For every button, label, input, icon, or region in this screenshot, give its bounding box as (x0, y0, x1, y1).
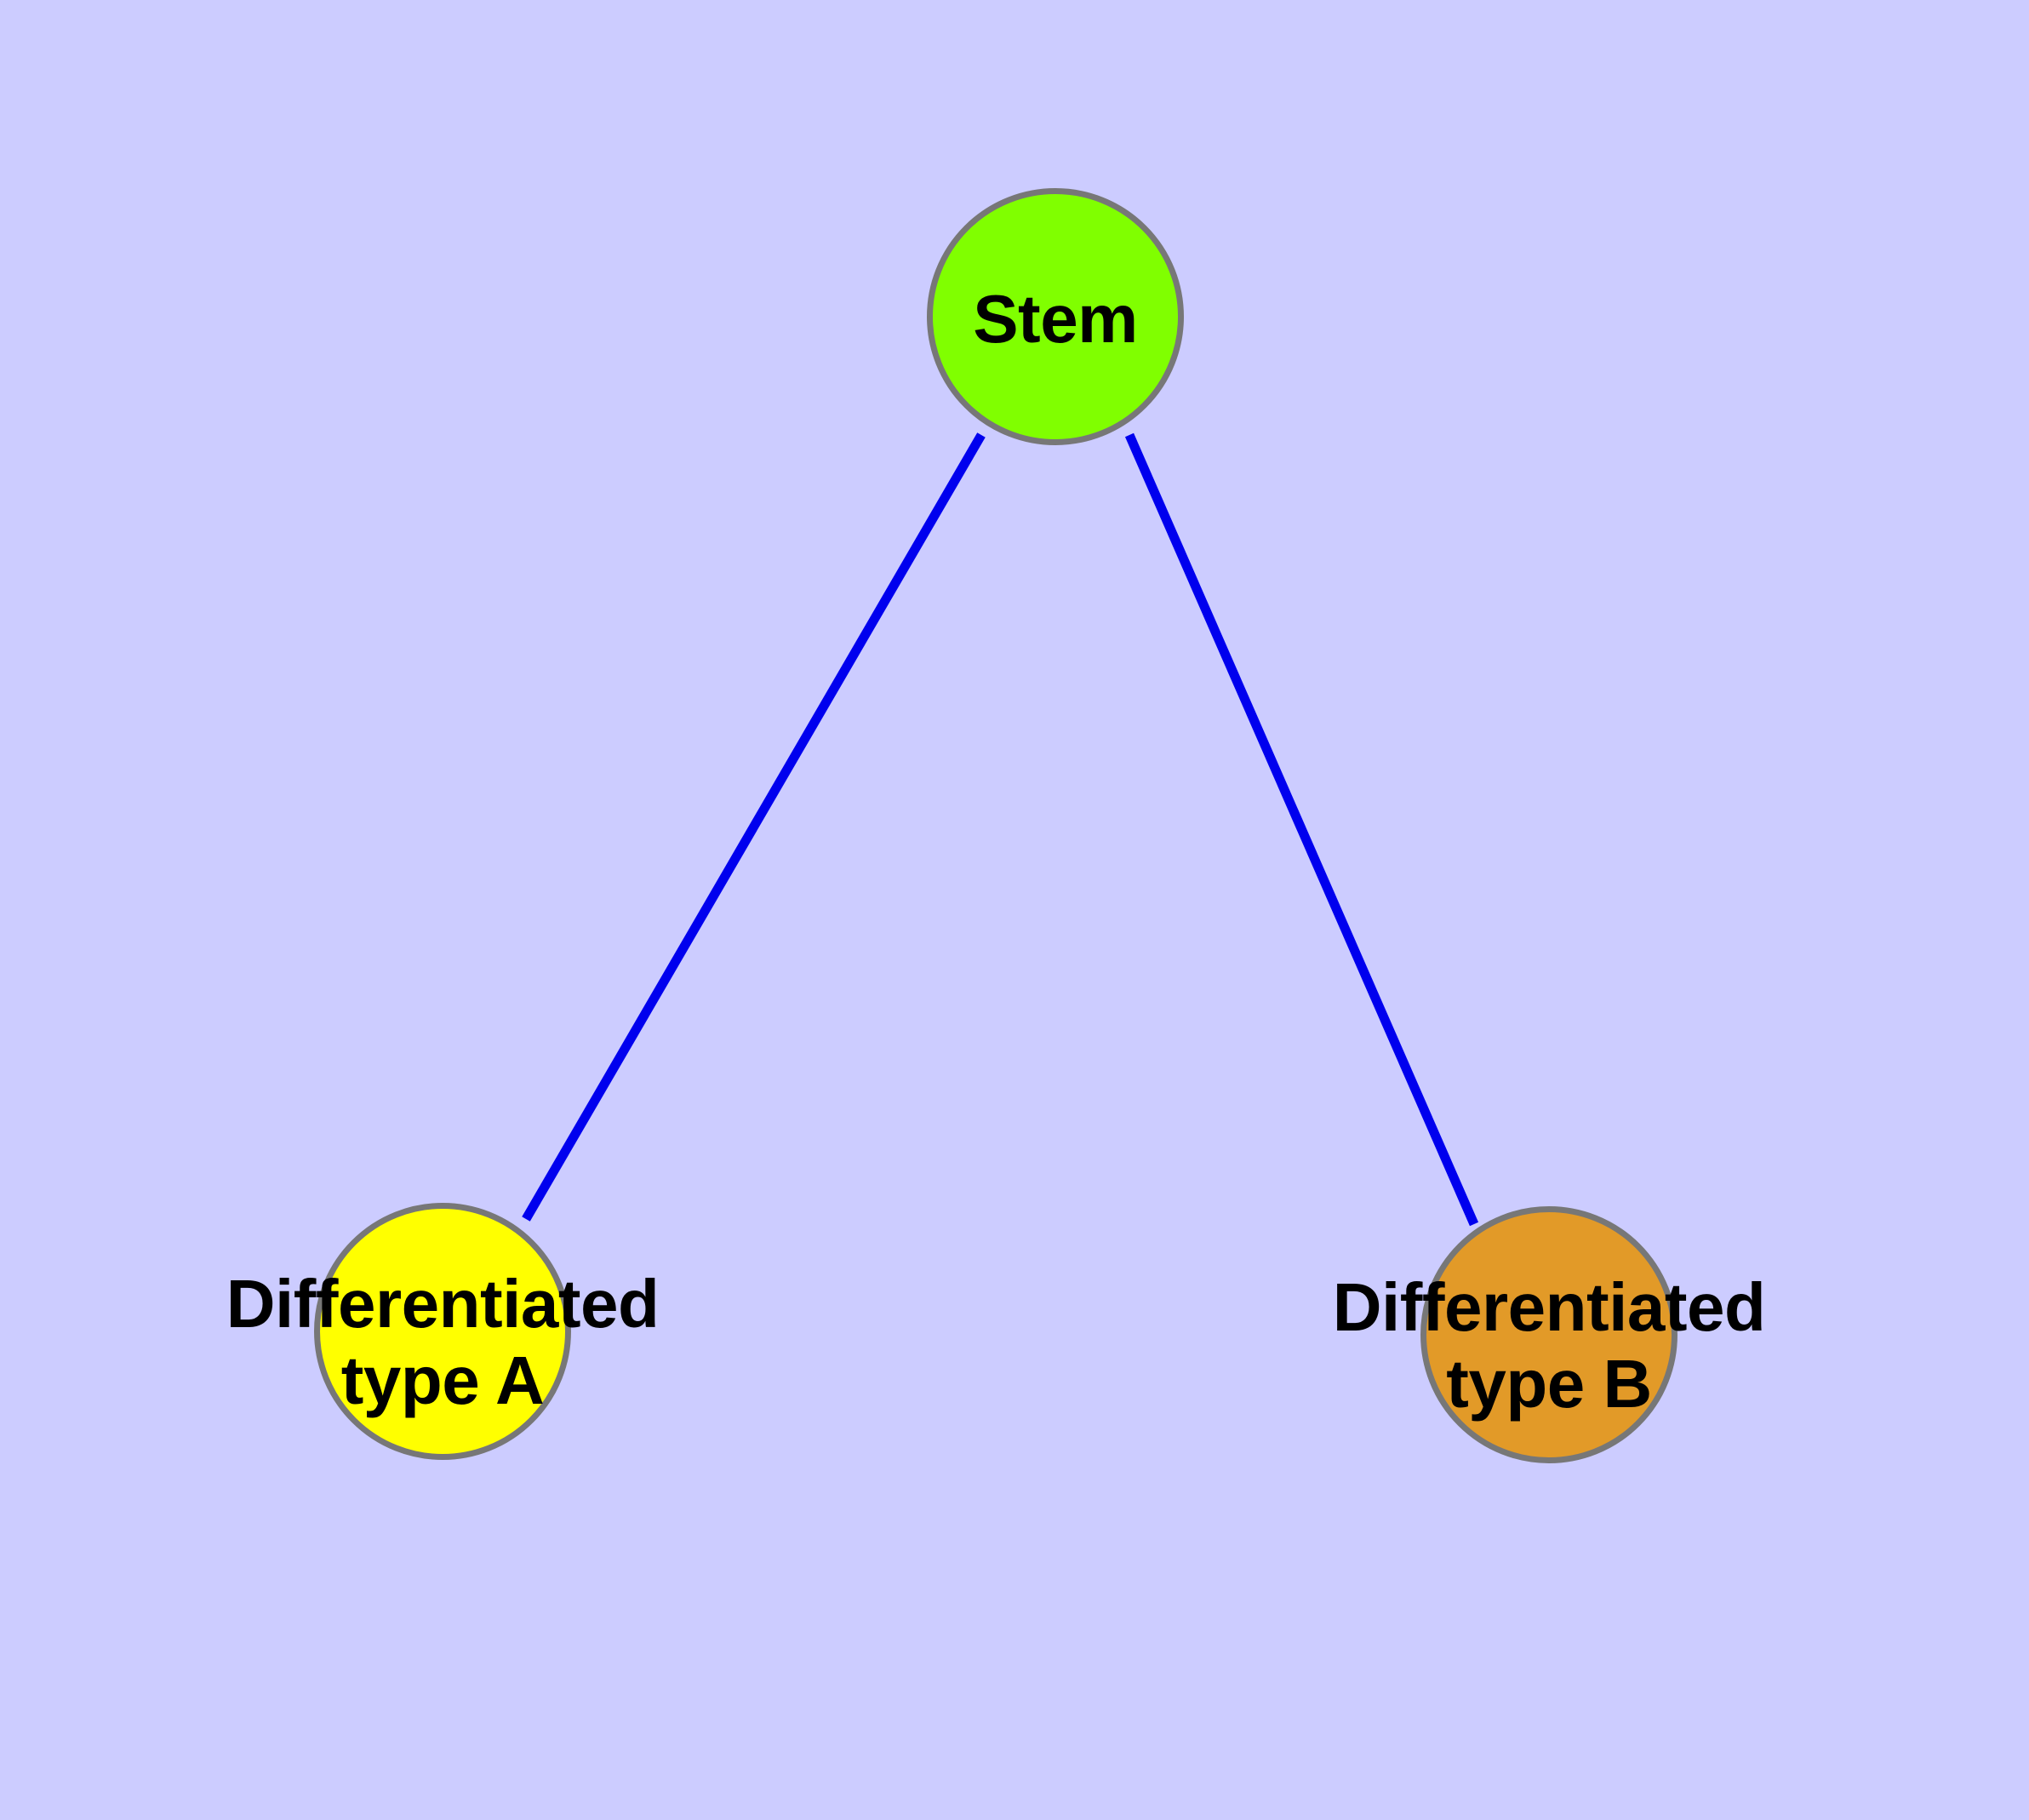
edge-stem-to-diff-b (1124, 432, 1479, 1227)
node-differentiated-type-b-label-line-2: type B (1446, 1345, 1652, 1422)
node-differentiated-type-a-label: Differentiated type A (187, 1266, 698, 1418)
node-differentiated-type-b-label-line-1: Differentiated (1332, 1269, 1766, 1345)
node-differentiated-type-b[interactable] (1420, 1206, 1677, 1463)
node-differentiated-type-a-label-line-2: type A (340, 1342, 545, 1418)
edge-stem-to-diff-a (522, 432, 986, 1222)
node-stem-label-line-1: Stem (973, 281, 1138, 357)
node-stem-label: Stem (800, 281, 1311, 358)
node-stem[interactable] (927, 188, 1184, 445)
node-differentiated-type-b-label: Differentiated type B (1294, 1269, 1804, 1422)
node-differentiated-type-a[interactable] (314, 1203, 571, 1460)
node-differentiated-type-a-label-line-1: Differentiated (226, 1266, 660, 1342)
